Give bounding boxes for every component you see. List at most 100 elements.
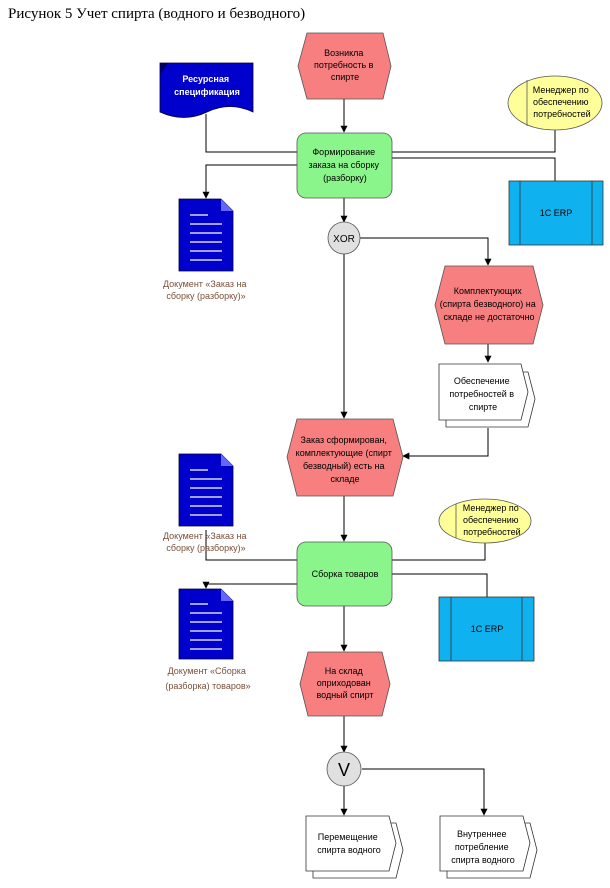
system-1c-erp-2: 1С ERP [438,596,535,662]
document-assembly: Документ «Сборка (разборка) товаров» [165,588,251,691]
link-f2-doc3 [202,581,297,589]
role-line: потребностей [533,109,590,119]
document-label-line: Документ «Заказ на [163,279,247,289]
connector-xor: XOR [327,221,361,255]
system-label: 1С ERP [471,624,504,634]
function-assemble-goods: Сборка товаров [296,541,393,607]
link-f1-doc1 [202,164,297,199]
role-text: Менеджер по обеспечению потребностей [463,503,522,537]
document-fold [221,589,233,601]
process-text: Внутреннее потребление спирта водного [451,829,515,865]
document-label-line: Документ «Сборка [168,666,246,676]
event-line: (спирта безводного) на [440,299,536,309]
connector-shape [327,221,361,255]
connection-lines [202,99,556,816]
event-order-formed: Заказ сформирован, комплектующие (спирт … [286,418,404,497]
document-label: Документ «Заказ на сборку (разборку)» [163,531,249,553]
event-need-alcohol: Возникла потребность в спирте [297,32,392,100]
event-line: Возникла [324,48,363,58]
event-text: Комплектующих (спирта безводного) на скл… [440,286,539,322]
role-shape [507,75,603,131]
connector-label: V [338,760,350,780]
event-water-alcohol-received: На склад оприходован водный спирт [299,651,391,717]
process-shape [438,363,529,421]
role-line: обеспечению [533,97,589,107]
resource-specification: Ресурсная спецификация [159,62,254,118]
process-line: спирте [469,402,497,412]
role-line: обеспечению [463,515,519,525]
resource-spec-line: Ресурсная [182,74,229,84]
system-1c-erp-1: 1С ERP [508,180,604,246]
role-line: потребностей [463,527,520,537]
document-lines-icon [190,469,222,516]
link-doc2-f2 [205,530,297,561]
figure-caption: Рисунок 5 Учет спирта (водного и безводн… [8,6,306,22]
link-f1-sys1 [392,157,556,181]
event-text: Заказ сформирован, комплектующие (спирт … [296,435,395,484]
event-text: На склад оприходован водный спирт [316,666,373,700]
document-label: Документ «Сборка (разборка) товаров» [165,666,250,691]
event-line: безводный) есть на [303,461,384,471]
link-spec-f1 [205,114,297,153]
function-line: заказа на сборку [309,160,380,170]
flow-xor-e2 [360,237,492,266]
event-shape [286,418,404,497]
resource-spec-shape [159,62,254,118]
event-line: спирте [331,72,359,82]
event-shape [299,651,391,717]
event-line: складе [330,474,359,484]
document-label: Документ «Заказ на сборку (разборку)» [163,279,249,301]
process-link-supply: Обеспечение потребностей в спирте [438,363,536,428]
process-line: спирта водного [317,845,381,855]
connector-and: V [326,751,362,787]
process-link-internal-use: Внутреннее потребление спирта водного [439,815,538,879]
connector-label: XOR [333,234,355,245]
event-line: складе не достаточно [443,312,534,322]
role-shape [438,498,532,544]
process-shape [305,815,397,872]
flow-p1-e3 [402,428,489,460]
connector-shape [326,751,362,787]
document-icon [178,198,234,272]
document-fold [221,199,233,211]
document-label-line: (разборка) товаров» [165,681,250,691]
event-line: оприходован [317,678,371,688]
link-f2-sys2 [392,573,488,598]
process-line: Внутреннее [457,829,507,839]
flow-and-p3 [362,768,488,816]
function-line: Формирование [312,147,375,157]
document-icon [178,588,234,660]
document-order-1: Документ «Заказ на сборку (разборку)» [163,198,249,301]
process-line: потребление [455,842,509,852]
function-line: (разборку) [323,173,367,183]
event-line: потребность в [314,60,374,70]
role-text: Менеджер по обеспечению потребностей [533,85,592,119]
process-line: спирта водного [451,855,515,865]
document-label-line: Документ «Заказ на [163,531,247,541]
system-label: 1С ERP [540,208,573,218]
event-shape [434,265,544,345]
document-lines-icon [190,214,222,261]
event-line: На склад [325,666,364,676]
event-line: водный спирт [316,690,373,700]
function-text: Сборка товаров [312,569,379,579]
function-line: Сборка товаров [312,569,379,579]
document-label-line: сборку (разборку)» [166,291,245,301]
link-role2-f2 [392,543,486,561]
resource-spec-line: спецификация [174,87,240,97]
event-text: Возникла потребность в спирте [314,48,376,82]
process-text: Обеспечение потребностей в спирте [449,376,516,412]
function-form-order: Формирование заказа на сборку (разборку) [296,132,393,199]
role-manager-2: Менеджер по обеспечению потребностей [438,498,532,544]
document-icon [178,453,234,527]
process-line: потребностей в [449,389,514,399]
resource-spec-fold [160,63,168,75]
role-line: Менеджер по [533,85,589,95]
function-shape [296,541,393,607]
process-line: Перемещение [318,832,378,842]
process-shape [439,815,531,872]
event-line: комплектующие (спирт [296,448,392,458]
process-link-transfer: Перемещение спирта водного [305,815,404,879]
process-text: Перемещение спирта водного [317,832,381,855]
function-text: Формирование заказа на сборку (разборку) [309,147,382,183]
